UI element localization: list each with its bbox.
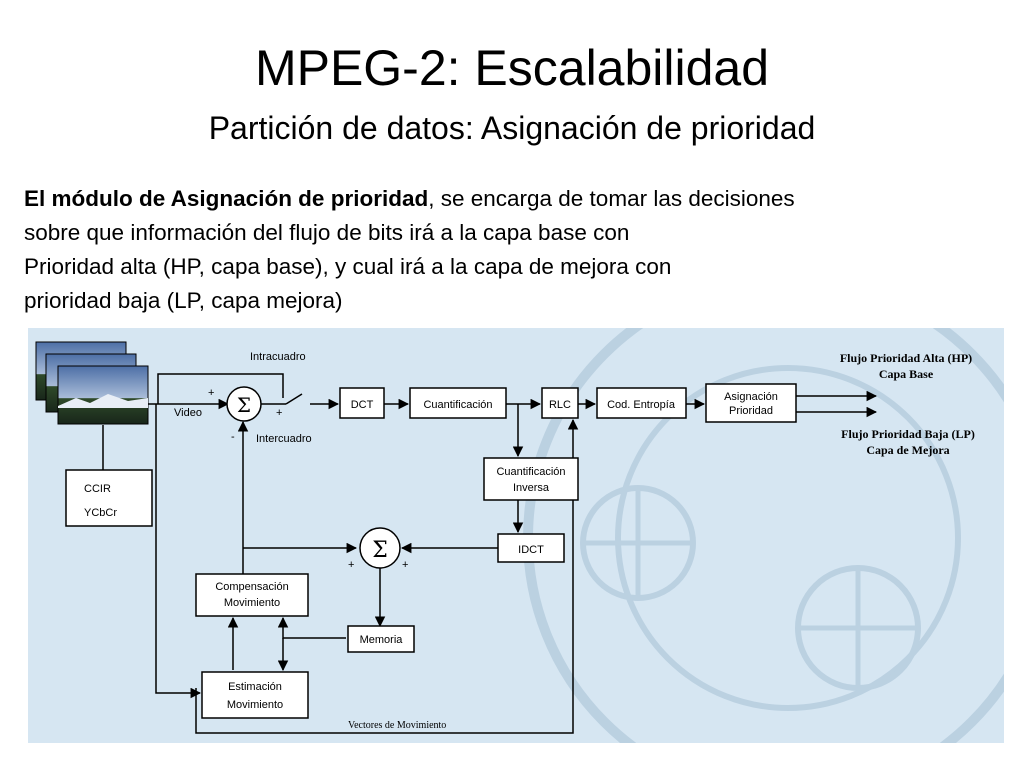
summer-1-symbol: Σ [237,393,251,417]
block-cuantificacion-inversa: Cuantificación Inversa [483,457,579,501]
video-frames-image [35,341,149,425]
block-cuantificacion-label: Cuantificación [423,399,492,411]
intro-line-3: Prioridad alta (HP, capa base), y cual i… [24,254,672,279]
block-compensacion-line-2: Movimiento [224,597,280,609]
intro-bold-term: El módulo de Asignación de prioridad [24,186,429,211]
output-lp-line-1: Flujo Prioridad Baja (LP) [841,427,975,441]
block-entropia: Cod. Entropía [596,387,687,419]
summer-2-plus-a: + [348,559,354,571]
block-cuantificacion: Cuantificación [409,387,507,419]
block-asignacion-prioridad: Asignación Prioridad [705,383,797,423]
block-cuant-inv-line-1: Cuantificación [496,466,565,478]
block-cuant-inv-line-2: Inversa [513,482,550,494]
summer-1: Σ + + - [208,386,282,443]
summer-2: Σ + + [348,527,408,571]
block-estimacion-line-2: Movimiento [227,699,283,711]
source-ccir-box: CCIR YCbCr [65,469,153,527]
summer-2-plus-b: + [402,559,408,571]
label-vectores-movimiento: Vectores de Movimiento [348,720,446,731]
block-dct-label: DCT [351,399,374,411]
intro-line-4: prioridad baja (LP, capa mejora) [24,288,343,313]
block-estimacion-line-1: Estimación [228,681,282,693]
block-entropia-label: Cod. Entropía [607,399,676,411]
intro-line-1: El módulo de Asignación de prioridad, se… [24,182,1014,216]
output-hp-line-2: Capa Base [879,367,934,381]
block-compensacion-line-1: Compensación [215,581,288,593]
intro-line-2: sobre que información del flujo de bits … [24,220,630,245]
block-idct: IDCT [497,533,565,563]
summer-1-minus: - [231,431,235,443]
block-rlc-label: RLC [549,399,571,411]
output-lp: Flujo Prioridad Baja (LP) Capa de Mejora [841,427,975,457]
intro-text: El módulo de Asignación de prioridad, se… [24,182,1014,318]
label-intercuadro: Intercuadro [256,433,312,445]
block-rlc: RLC [541,387,579,419]
output-lp-line-2: Capa de Mejora [866,443,949,457]
block-memoria-label: Memoria [360,634,404,646]
block-dct: DCT [339,387,385,419]
block-memoria: Memoria [347,625,415,653]
block-idct-label: IDCT [518,544,544,556]
source-line-1: CCIR [84,483,111,495]
label-intracuadro: Intracuadro [250,351,306,363]
block-compensacion-movimiento: Compensación Movimiento [195,573,309,617]
label-video: Video [174,407,202,419]
slide-title: MPEG-2: Escalabilidad [254,40,770,96]
block-asignacion-line-2: Prioridad [729,405,773,417]
summer-1-plus-b: + [276,407,282,419]
source-line-2: YCbCr [84,507,117,519]
intro-line-1-rest: , se encarga de tomar las decisiones [428,186,795,211]
block-estimacion-movimiento: Estimación Movimiento [201,671,309,719]
output-hp: Flujo Prioridad Alta (HP) Capa Base [840,351,972,381]
output-hp-line-1: Flujo Prioridad Alta (HP) [840,351,972,365]
block-asignacion-line-1: Asignación [724,391,778,403]
slide-subtitle: Partición de datos: Asignación de priori… [208,110,816,146]
signal-wires [102,373,878,734]
block-diagram: CCIR YCbCr Video Intracuadro Intercuadro… [28,328,1004,743]
summer-1-plus-a: + [208,387,214,399]
summer-2-symbol: Σ [372,538,388,563]
